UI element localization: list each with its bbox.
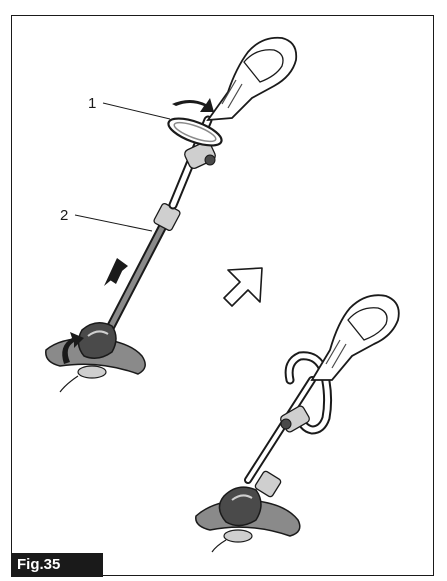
callout-1: 1 (88, 95, 96, 112)
callout-2: 2 (60, 207, 68, 224)
figure-label: Fig.35 (11, 553, 103, 577)
trimmer-assembled-view (195, 294, 400, 553)
arrow-up-icon (104, 258, 128, 286)
rotate-arrow-icon (172, 98, 214, 112)
rotate-arrow-icon (62, 332, 84, 364)
trimmer-assembly-view (45, 36, 298, 393)
hollow-arrow-down-right-icon (223, 267, 263, 307)
